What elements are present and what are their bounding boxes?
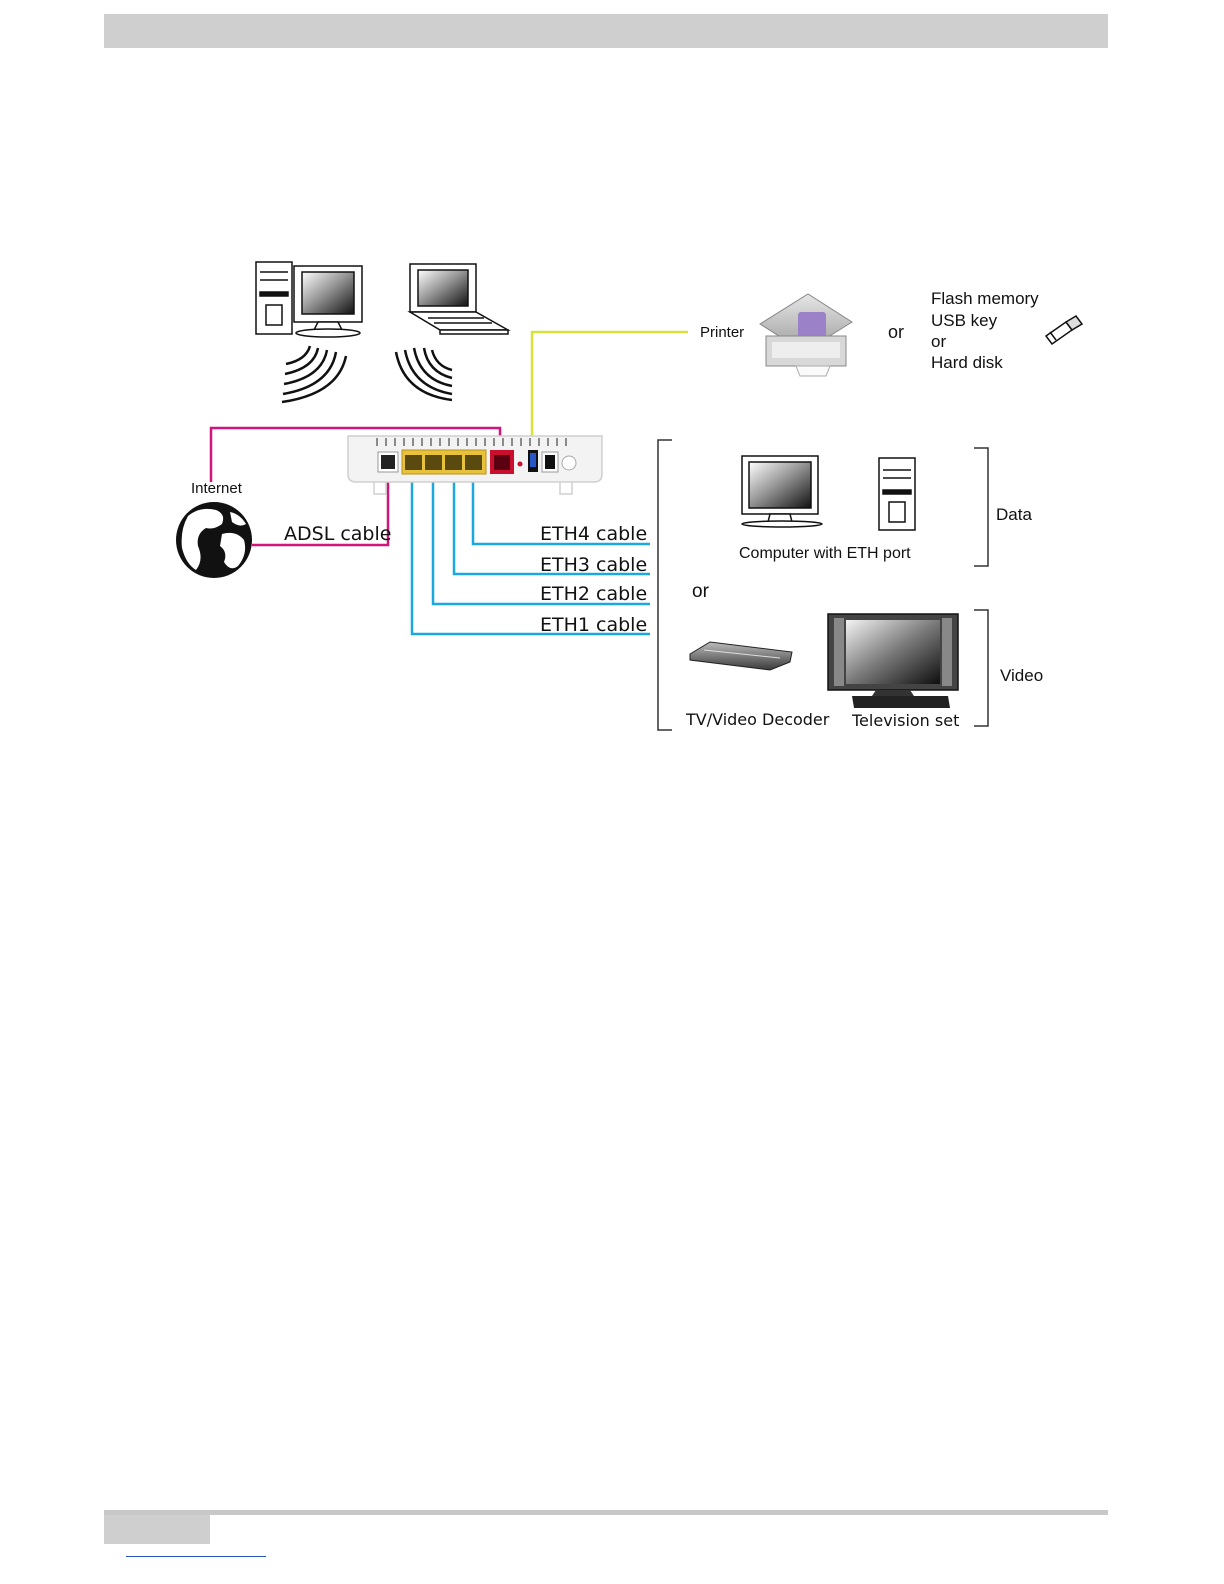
- footer-link-underline[interactable]: [126, 1556, 266, 1557]
- eth1-cable-line: [412, 464, 650, 634]
- data-label: Data: [996, 505, 1032, 524]
- tower-pc-icon: [879, 458, 915, 530]
- internet-label: Internet: [191, 480, 243, 497]
- usb-key-label: USB key: [931, 311, 998, 330]
- tv-decoder-label: TV/Video Decoder: [685, 710, 830, 729]
- laptop-icon: [410, 264, 508, 334]
- footer-tab: [104, 1515, 210, 1544]
- hard-disk-label: Hard disk: [931, 353, 1003, 372]
- router-icon: [348, 436, 602, 494]
- eth-cables: [412, 464, 650, 634]
- eth2-cable-label: ETH2 cable: [540, 583, 647, 605]
- video-bracket: [974, 610, 988, 726]
- desktop-computer-icon: [256, 262, 362, 337]
- printer-label: Printer: [700, 324, 744, 341]
- usb-cable: [532, 332, 688, 452]
- flash-memory-label: Flash memory: [931, 289, 1039, 308]
- tv-decoder-icon: [690, 642, 792, 670]
- or-devices-label: or: [692, 581, 710, 602]
- television-set-label: Television set: [851, 711, 959, 730]
- wifi-waves-icon: [282, 346, 346, 402]
- or-storage-label: or: [931, 332, 946, 351]
- eth1-cable-label: ETH1 cable: [540, 614, 647, 636]
- usb-key-icon: [1046, 316, 1082, 344]
- wifi-waves-icon: [396, 348, 452, 400]
- television-icon: [828, 614, 958, 708]
- eth3-cable-label: ETH3 cable: [540, 554, 647, 576]
- eth4-cable-label: ETH4 cable: [540, 523, 647, 545]
- monitor-icon: [742, 456, 822, 527]
- device-bracket: [658, 440, 672, 730]
- or-usb-label: or: [888, 322, 904, 342]
- computer-with-eth-label: Computer with ETH port: [739, 545, 911, 562]
- printer-icon: [760, 294, 852, 376]
- globe-icon: [176, 502, 252, 578]
- data-bracket: [974, 448, 988, 566]
- adsl-cable-label: ADSL cable: [284, 523, 391, 545]
- footer-line: [104, 1510, 1108, 1515]
- video-label: Video: [1000, 666, 1043, 685]
